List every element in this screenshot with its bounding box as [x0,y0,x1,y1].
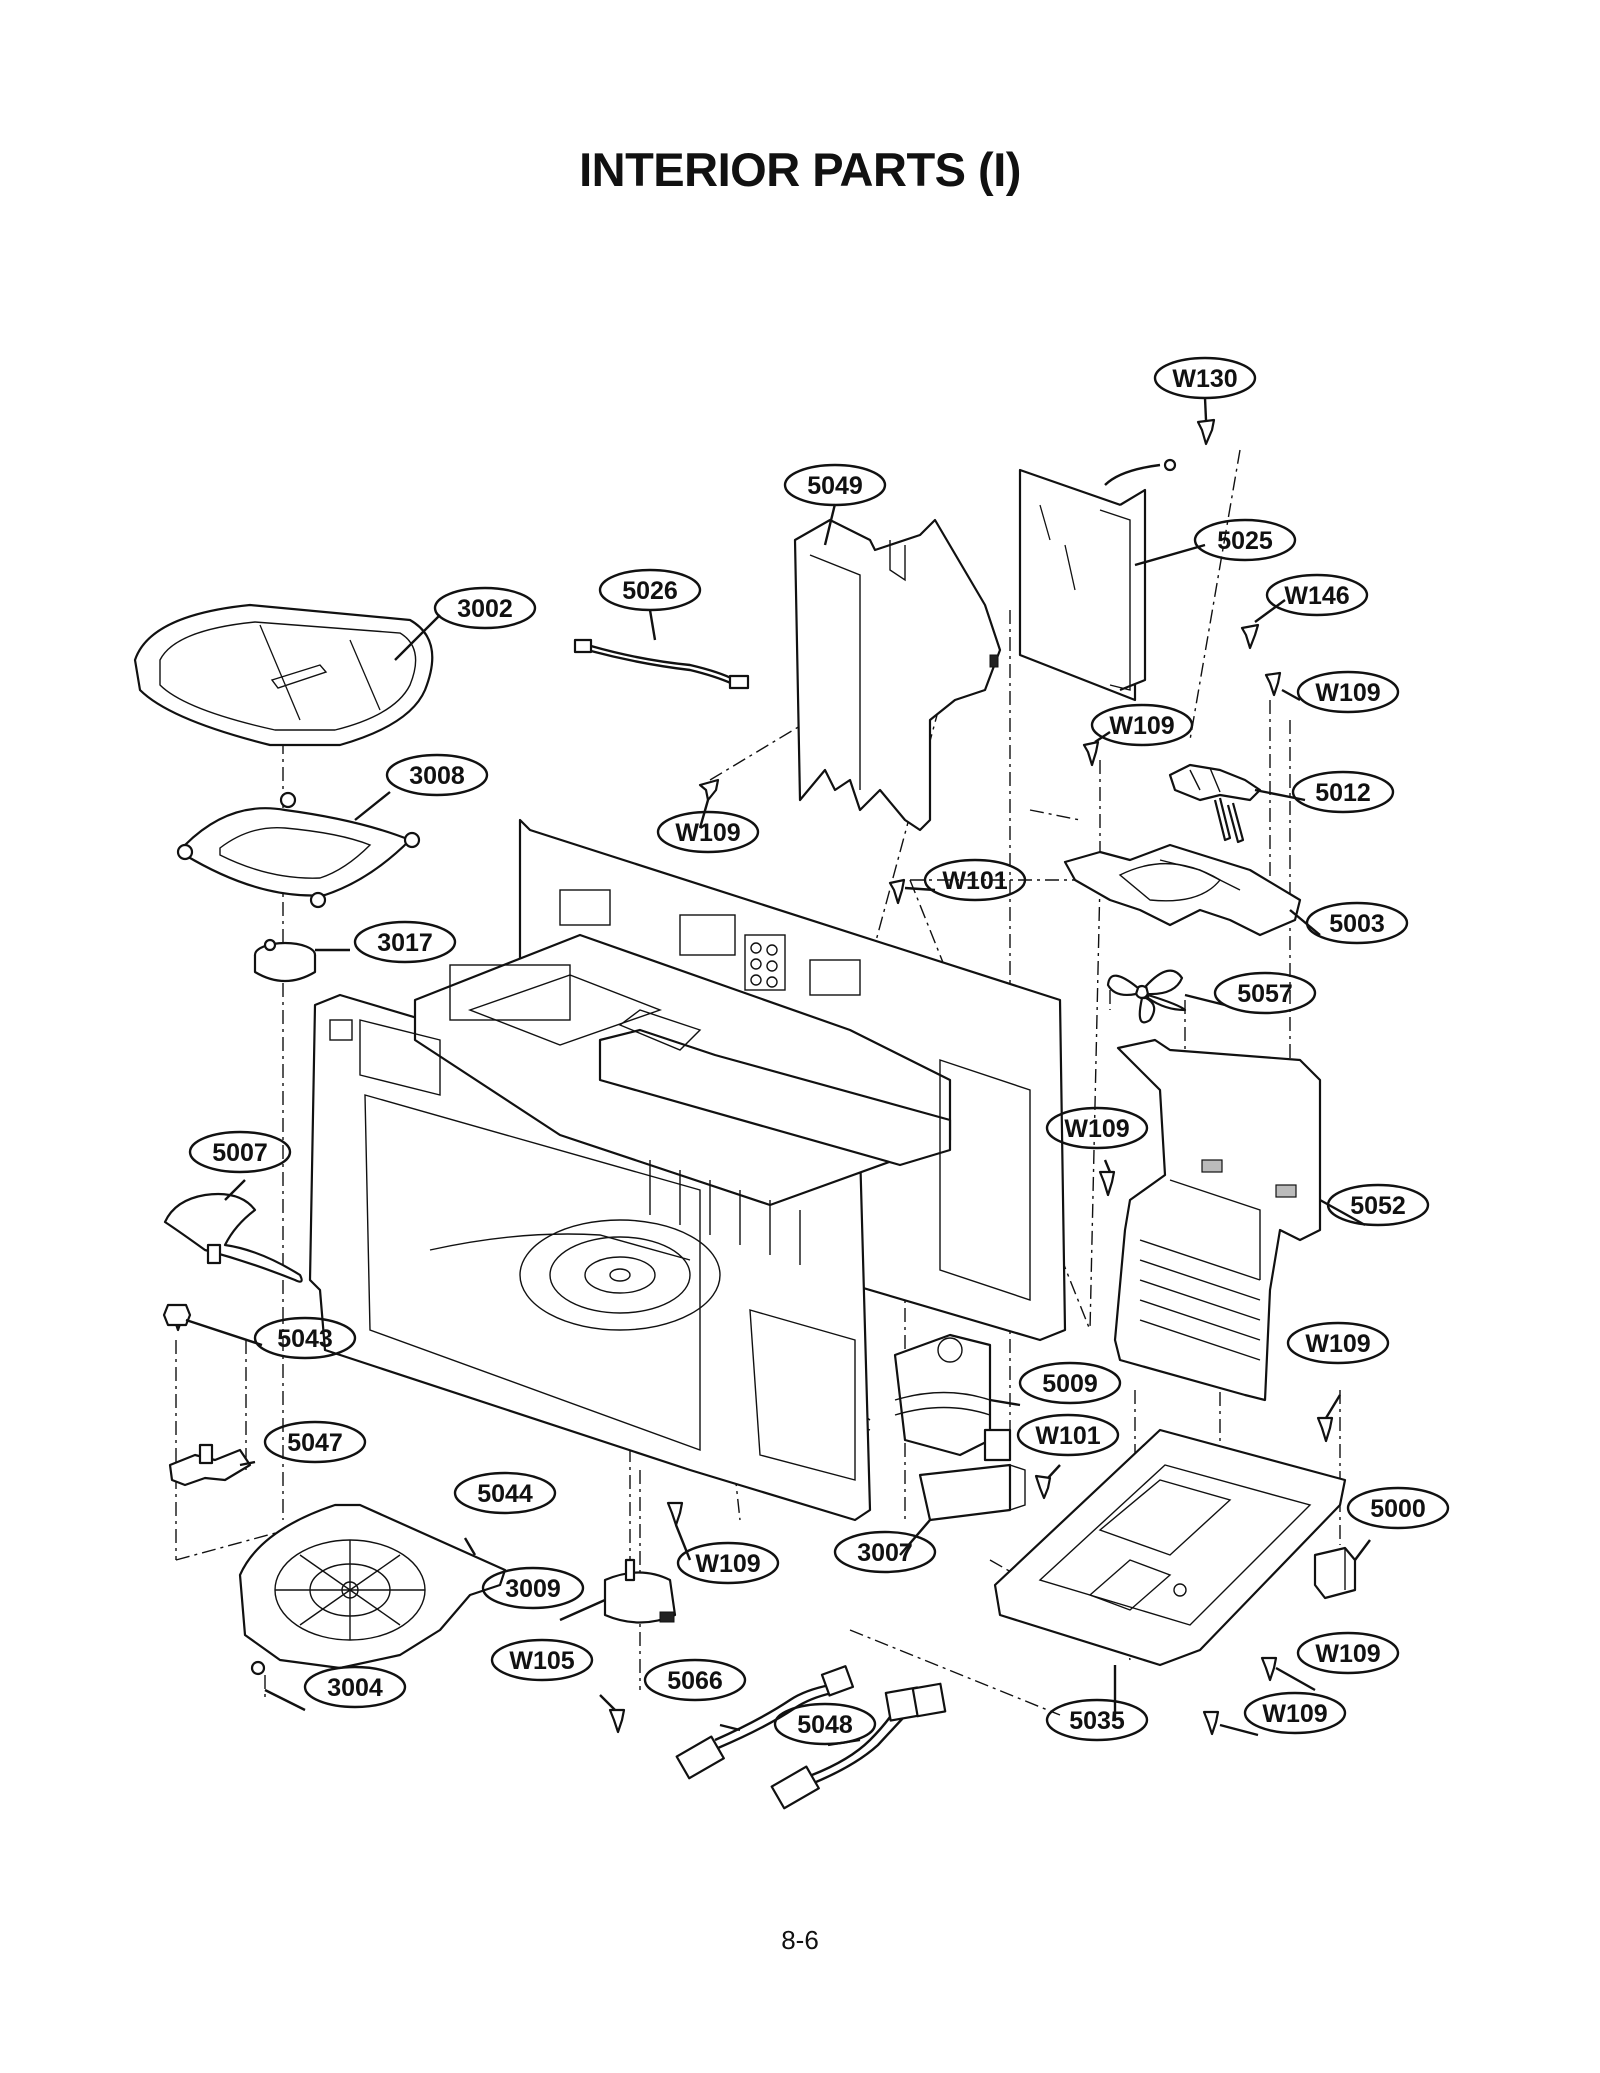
fan-blade-5057 [1106,969,1187,1024]
magnetron-5009 [893,1333,1012,1462]
callout-label: 5003 [1329,910,1385,938]
callout-w109-h: W109 [1243,1691,1347,1735]
callout-5003: 5003 [1305,901,1409,945]
callout-w109-g: W109 [1296,1631,1400,1675]
callout-label: 5057 [1237,980,1293,1008]
callout-w109-f: W109 [676,1541,780,1585]
callout-5047: 5047 [263,1420,367,1464]
callout-label: 5049 [807,472,863,500]
callout-5048: 5048 [773,1702,877,1746]
callout-5043: 5043 [253,1316,357,1360]
page-number: 8-6 [781,1925,819,1955]
callout-5012: 5012 [1291,770,1395,814]
callout-5049: 5049 [783,463,887,507]
callout-w130: W130 [1153,356,1257,400]
callout-label: 5052 [1350,1192,1406,1220]
roller-ring-part [176,791,421,909]
callout-w109-e: W109 [1286,1321,1390,1365]
callout-label: 3009 [505,1575,561,1603]
callout-label: W109 [695,1550,760,1578]
callout-5066: 5066 [643,1658,747,1702]
base-plate-5035 [993,1428,1347,1667]
callout-label: W109 [1315,1640,1380,1668]
switch-5000 [1313,1546,1357,1600]
fan-motor-5012 [1168,763,1262,844]
waveguide-3007 [918,1463,1026,1522]
callout-3002: 3002 [433,586,537,630]
callout-5007: 5007 [188,1130,292,1174]
callout-w101-b: W101 [1016,1413,1120,1457]
nut-5043 [162,1303,192,1327]
callout-w109-d: W109 [1045,1106,1149,1150]
coupler-part [253,938,317,982]
callout-5044: 5044 [453,1471,557,1515]
callout-5025: 5025 [1193,518,1297,562]
callout-3008: 3008 [385,753,489,797]
callout-w105: W105 [490,1638,594,1682]
turntable-motor-3009 [603,1558,677,1624]
callout-label: 5026 [622,577,678,605]
callout-5035: 5035 [1045,1698,1149,1742]
callout-label: 5048 [797,1711,853,1739]
callout-3004: 3004 [303,1665,407,1709]
oven-cavity-assembly [308,818,1067,1522]
wire-harness-5048 [770,1682,947,1810]
callout-label: 5066 [667,1667,723,1695]
callout-label: 3008 [409,762,465,790]
callout-w101-a: W101 [923,858,1027,902]
callout-label: 5007 [212,1139,268,1167]
callout-3017: 3017 [353,920,457,964]
callout-5057: 5057 [1213,971,1317,1015]
page-title: INTERIOR PARTS (I) [579,143,1021,196]
callout-label: W109 [1109,712,1174,740]
control-board-5025 [1018,458,1177,702]
stirrer-cover-5044 [238,1503,507,1670]
callout-label: W109 [1315,679,1380,707]
callout-label: 5044 [477,1480,533,1508]
callout-5052: 5052 [1326,1183,1430,1227]
glass-tray-part [133,603,434,747]
callout-label: W105 [509,1647,574,1675]
callout-label: 5025 [1217,527,1273,555]
callout-label: 5043 [277,1325,333,1353]
callout-label: 3017 [377,929,433,957]
callout-label: 5000 [1370,1495,1426,1523]
bracket-5049 [793,518,1002,832]
air-guide-5052 [1113,1038,1322,1402]
callout-label: 3002 [457,595,513,623]
callout-label: W109 [1262,1700,1327,1728]
callout-label: W101 [942,867,1007,895]
callout-w109-a: W109 [1296,670,1400,714]
callout-5026: 5026 [598,568,702,612]
callout-3009: 3009 [481,1566,585,1610]
callout-label: 3007 [857,1539,913,1567]
callout-label: W130 [1172,365,1237,393]
callout-label: 5047 [287,1429,343,1457]
wire-harness-5026 [573,638,750,690]
callout-label: 5009 [1042,1370,1098,1398]
callout-label: W101 [1035,1422,1100,1450]
motor-bracket-5003 [1063,843,1302,937]
callout-label: 5012 [1315,779,1371,807]
callout-w109-b: W109 [1090,703,1194,747]
stirrer-blade-5047 [168,1443,252,1487]
callout-label: W109 [1064,1115,1129,1143]
stirrer-5007 [163,1192,303,1283]
callout-label: W109 [1305,1330,1370,1358]
callout-w109-c: W109 [656,810,760,854]
screws [168,418,1334,1736]
callout-w146: W146 [1265,573,1369,617]
callout-label: 3004 [327,1674,383,1702]
callout-label: W109 [675,819,740,847]
callout-5009: 5009 [1018,1361,1122,1405]
callout-5000: 5000 [1346,1486,1450,1530]
callout-3007: 3007 [833,1530,937,1574]
callout-label: W146 [1284,582,1349,610]
callout-label: 5035 [1069,1707,1125,1735]
